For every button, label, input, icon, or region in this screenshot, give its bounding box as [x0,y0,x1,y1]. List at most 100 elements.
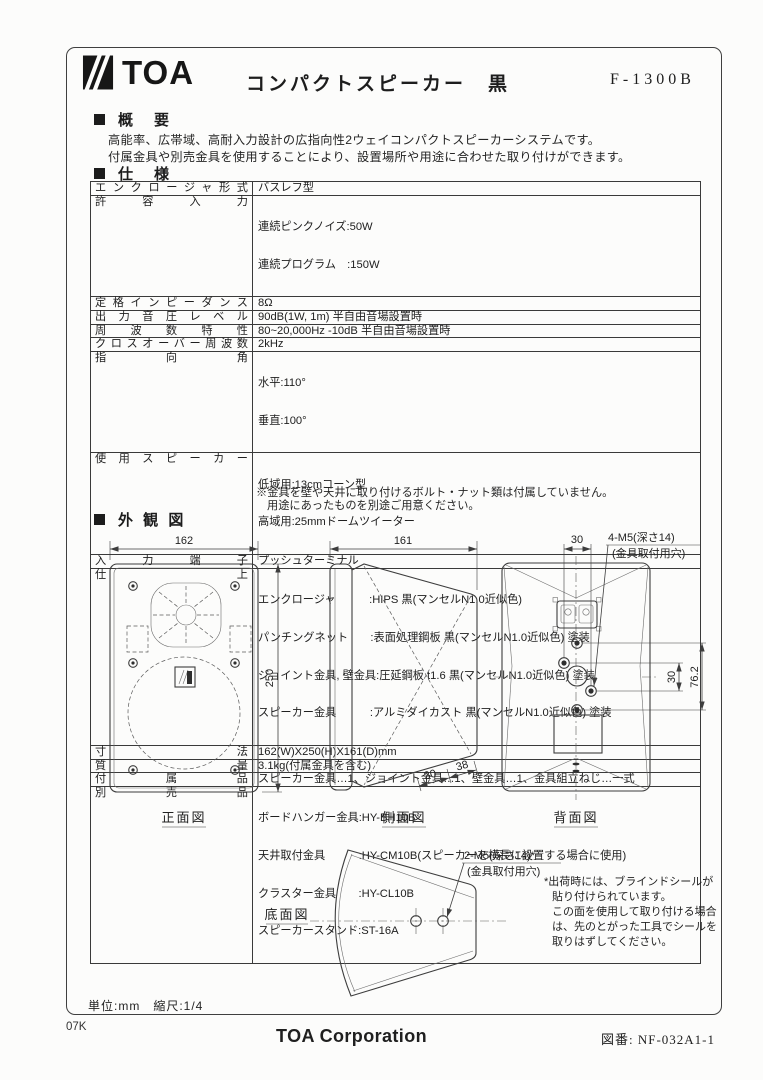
note-line: *出荷時には、ブラインドシールが [544,874,713,888]
table-row: 許容入力 連続ピンクノイズ:50W 連続プログラム :150W [91,194,700,297]
front-height-dim: 250 [264,669,276,687]
table-row: クロスオーバー周波数 2kHz [91,337,700,351]
company-name: TOA Corporation [276,1026,427,1046]
overview-heading-label: 概 要 [118,112,173,129]
spec-footnote: ※金具を壁や天井に取り付けるボルト・ナット類は付属していません。 用途にあったも… [256,487,613,513]
spec-heading-label: 仕 様 [118,166,173,183]
spec-value: プッシュターミナル [258,555,359,568]
spec-value: 80~20,000Hz -10dB 半自由音場設置時 [258,324,451,337]
spec-value-line: スピーカー金具 :アルミダイカスト 黒(マンセルN1.0近似色) 塗装 [258,707,612,720]
spec-value-line: 連続プログラム :150W [258,258,380,271]
mounting-holes [558,637,597,716]
spec-value: 連続ピンクノイズ:50W 連続プログラム :150W [253,196,700,297]
woofer-outline [127,656,241,770]
bottom-view-label: 底面図 [264,907,309,922]
spec-label: 別売品 [91,786,253,964]
spec-value: 3.1kg(付属金具を含む) [258,759,372,772]
rear-right-dim-b: 76.2 [689,666,701,687]
note-line: 貼り付けられています。 [552,889,672,903]
spec-label: 使用スピーカー [91,453,253,555]
note-line: は、先のとがった工具でシールを [552,919,717,933]
toa-logo: TOA [82,54,194,91]
spec-table: エンクロージャ形式 バスレフ型 許容入力 連続ピンクノイズ:50W 連続プログラ… [90,181,701,965]
unit-scale-note: 単位:mm 縮尺:1/4 [88,999,204,1013]
blind-seal-note: *出荷時には、ブラインドシールが 貼り付けられています。 この面を使用して取り付… [544,874,717,948]
footnote-line: 用途にあったものを別途ご用意ください。 [267,500,480,512]
section-marker-icon [94,114,105,125]
spec-value: 低域用:13cmコーン型 高域用:25mmドームツイーター [253,453,700,554]
section-marker-icon [94,514,105,525]
table-row: 仕上 エンクロージャ :HIPS 黒(マンセルN1.0近似色) パンチングネット… [91,567,700,746]
rear-top-dim: 30 [571,534,583,546]
spec-value-line: ボードハンガー金具:HY-BH10B [258,812,416,825]
spec-label: クロスオーバー周波数 [91,338,253,351]
spec-value-line: 低域用:13cmコーン型 [258,478,367,491]
page-border [66,47,722,1015]
footnote-line: ※金具を壁や天井に取り付けるボルト・ナット類は付属していません。 [256,487,614,499]
side-dim-a: 30 [423,768,438,783]
spec-heading: 仕 様 [94,163,172,184]
rear-view-drawing: 30 4-M5(深さ14) (金具取付用穴) 30 76.2 背面図 [494,531,706,828]
spec-value-line: 高域用:25mmドームツイーター [258,516,415,529]
overview-heading: 概 要 [94,109,172,130]
spec-value-line: 垂直:100° [258,414,307,427]
spec-value-line: 水平:110° [258,376,306,389]
rear-hole-label: 4-M5(深さ14) [608,531,675,544]
spec-value: バスレフ型 [258,182,314,194]
table-row: 寸法 162(W)X250(H)X161(D)mm [91,745,700,759]
side-view-drawing: 161 30 38 側面図 [329,535,479,828]
dimension-drawings: 162 [109,531,717,997]
front-mini-logo-icon [174,666,196,688]
tweeter-grille [150,582,222,648]
spec-label: 付属品 [91,773,253,786]
rear-hole-sublabel: (金具取付用穴) [612,546,685,560]
table-row: 周波数特性 80~20,000Hz -10dB 半自由音場設置時 [91,323,700,338]
rear-view-label: 背面図 [553,810,598,825]
spec-value-line: 天井取付金具 :HY-CM10B(スピーカーを横長に設置する場合に使用) [258,849,627,862]
side-depth-dim: 161 [394,535,412,547]
spec-value: 8Ω [258,297,273,310]
drawings-heading-label: 外 観 図 [118,512,187,529]
rear-label-plate [553,714,603,754]
front-right-slot [229,625,252,653]
side-dim-b: 38 [455,759,470,774]
spec-label: 仕上 [91,568,253,746]
spec-value-line: 連続ピンクノイズ:50W [258,220,373,233]
bottom-hole-label: 2-M5(深さ14)* [464,849,536,862]
section-marker-icon [94,168,105,179]
table-row: 別売品 ボードハンガー金具:HY-BH10B 天井取付金具 :HY-CM10B(… [91,785,700,964]
spec-value-line: パンチングネット :表面処理鋼板 黒(マンセルN1.0近似色) 塗装 [258,631,590,644]
logo-wordmark: TOA [122,53,195,91]
front-view-label: 正面図 [161,810,206,825]
drawing-number: 図番: NF-032A1-1 [600,1032,715,1047]
spec-label: 出力音圧レベル [91,310,253,324]
drawings-heading: 外 観 図 [94,509,186,530]
spec-label: 指向角 [91,351,253,453]
rear-right-dim-a: 30 [666,671,678,683]
toa-logo-icon [82,54,114,91]
spec-value: エンクロージャ :HIPS 黒(マンセルN1.0近似色) パンチングネット :表… [253,569,700,745]
front-screws [128,581,240,775]
spec-value: 162(W)X250(H)X161(D)mm [258,746,397,759]
spec-value: 水平:110° 垂直:100° [253,352,700,453]
side-view-label: 側面図 [381,810,426,825]
product-title: コンパクトスピーカー 黒 [246,74,511,95]
model-number: F-1300B [610,71,695,88]
spec-label: エンクロージャ形式 [91,182,253,195]
spec-label: 寸法 [91,746,253,759]
footer-code: 07K [66,1021,87,1033]
overview-line: 付属金具や別売金具を使用することにより、設置場所や用途に合わせた取り付けができま… [108,150,631,164]
bottom-view-drawing: 2-M5(深さ14)* (金具取付用穴) 底面図 *出荷時には、ブラインドシール… [264,849,717,997]
spec-label: 許容入力 [91,195,253,297]
overview-text: 高能率、広帯域、高耐入力設計の広指向性2ウェイコンパクトスピーカーシステムです。… [108,132,631,166]
bottom-hole-sublabel: (金具取付用穴) [467,864,540,878]
table-row: 使用スピーカー 低域用:13cmコーン型 高域用:25mmドームツイーター [91,452,700,555]
spec-value: 2kHz [258,338,284,351]
spec-label: 定格インピーダンス [91,297,253,310]
note-line: この面を使用して取り付ける場合 [552,904,717,918]
spec-label: 周波数特性 [91,324,253,338]
table-row: 定格インピーダンス 8Ω [91,296,700,310]
overview-line: 高能率、広帯域、高耐入力設計の広指向性2ウェイコンパクトスピーカーシステムです。 [108,133,601,147]
front-view-drawing: 162 [109,535,282,828]
